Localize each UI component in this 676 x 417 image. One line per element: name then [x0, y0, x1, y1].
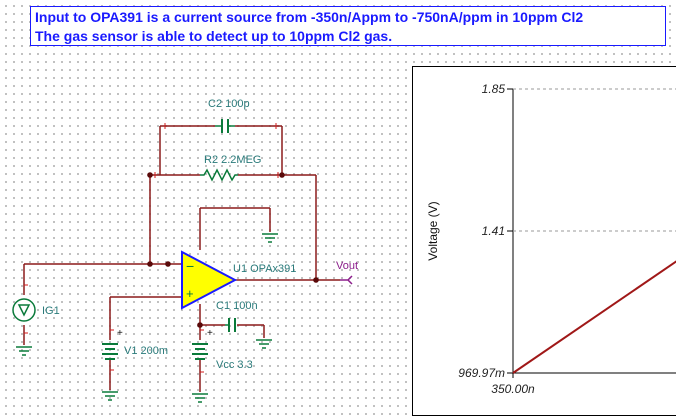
ground-icon [16, 346, 32, 356]
current-source-ig1[interactable]: IG1 [12, 298, 60, 322]
transient-chart[interactable]: 1.85 1.41 969.97m 350.00n Voltage (V) [412, 66, 676, 416]
ground-icon [256, 339, 272, 349]
ig1-label: IG1 [42, 305, 60, 317]
y-axis-title: Voltage (V) [426, 201, 440, 260]
chart-grid [513, 88, 676, 232]
voltage-source-vcc[interactable]: + Vcc 3.3 [192, 328, 253, 371]
junctions [147, 172, 319, 328]
svg-text:+: + [186, 286, 194, 301]
ground-icon [262, 233, 278, 243]
resistor-r2[interactable]: R2 2.2MEG [200, 154, 261, 182]
pin-markers [24, 123, 279, 373]
capacitor-c1[interactable]: C1 100n [216, 300, 258, 332]
description-banner: Input to OPA391 is a current source from… [30, 6, 666, 46]
ground-icon [102, 391, 118, 401]
series-line-1 [512, 260, 676, 374]
u1-label: U1 OPAx391 [233, 263, 296, 275]
opamp-u1[interactable]: − + U1 OPAx391 [181, 250, 296, 310]
svg-text:−: − [186, 258, 194, 274]
voltage-source-v1[interactable]: + V1 200m [102, 328, 168, 360]
x-tick-label: 350.00n [491, 382, 535, 396]
c1-label: C1 100n [216, 300, 258, 312]
banner-line-1: Input to OPA391 is a current source from… [35, 9, 584, 25]
r2-label: R2 2.2MEG [204, 154, 261, 166]
y-tick-label: 1.41 [482, 224, 505, 238]
schematic-canvas[interactable]: C2 100p R2 2.2MEG − + U1 OPAx391 Vout C1… [0, 0, 412, 410]
y-tick-label: 1.85 [482, 82, 506, 96]
ground-icon [192, 393, 208, 403]
banner-line-2: The gas sensor is able to detect up to 1… [35, 28, 393, 44]
vout-label: Vout [336, 260, 358, 272]
svg-text:+: + [207, 328, 213, 339]
c2-label: C2 100p [208, 98, 250, 110]
svg-text:+: + [117, 328, 123, 339]
vout-pin[interactable]: Vout [336, 260, 358, 285]
vcc-label: Vcc 3.3 [216, 359, 253, 371]
v1-label: V1 200m [124, 345, 168, 357]
y-tick-label: 969.97m [458, 366, 505, 380]
capacitor-c2[interactable]: C2 100p [208, 98, 250, 133]
wires [23, 125, 340, 392]
